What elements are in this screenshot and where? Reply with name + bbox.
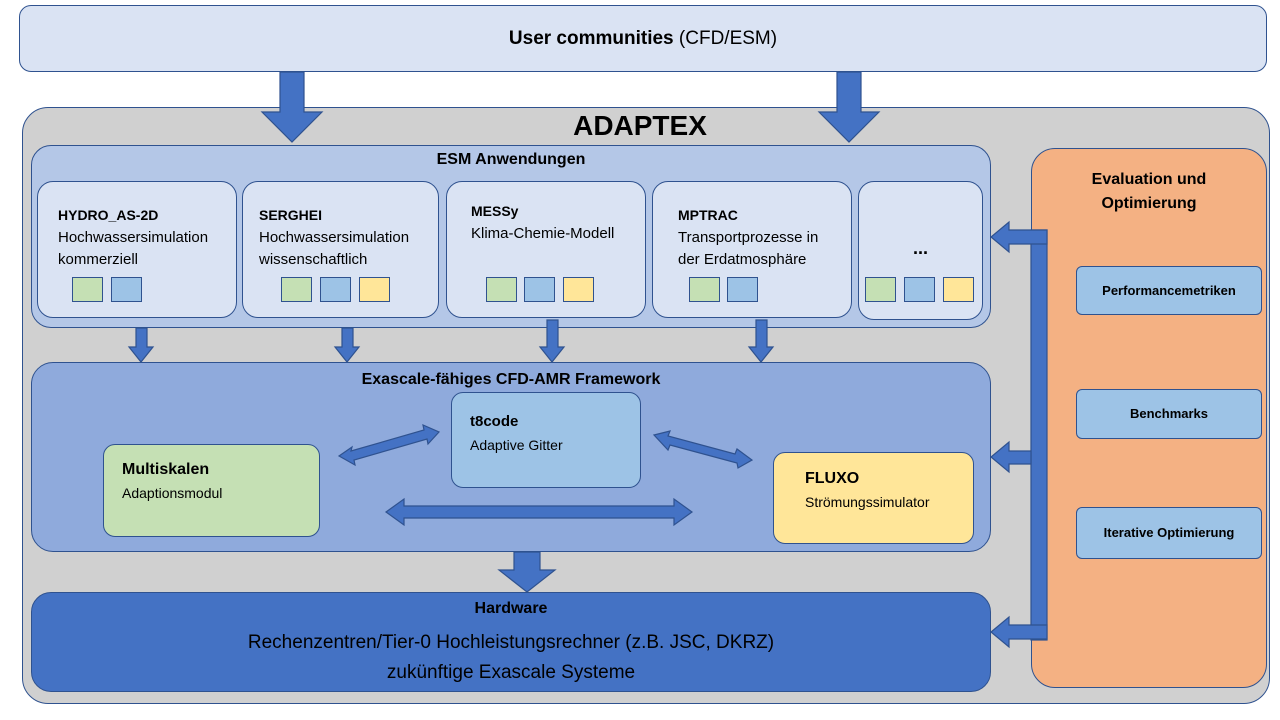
hardware-title: Hardware <box>474 600 548 617</box>
capability-square-yellow <box>943 277 974 302</box>
eval-item-performancemetriken <box>1076 266 1262 315</box>
esm-applications-title: ESM Anwendungen <box>436 151 586 168</box>
app-desc-line1: Klima-Chemie-Modell <box>471 225 615 242</box>
capability-square-blue <box>320 277 351 302</box>
hardware-line2: zukünftige Exascale Systeme <box>386 662 636 683</box>
user-communities-title: User communities <box>508 28 674 49</box>
eval-item-label: Benchmarks <box>1129 406 1209 421</box>
arrow-left-to-esm <box>990 220 1048 254</box>
app-name: MPTRAC <box>678 207 738 223</box>
arrow-down-user-left <box>260 71 324 143</box>
capability-square-green <box>689 277 720 302</box>
capability-square-yellow <box>359 277 390 302</box>
capability-square-yellow <box>563 277 594 302</box>
evaluation-connector-bar <box>1030 229 1048 641</box>
app-name: HYDRO_AS-2D <box>58 207 159 223</box>
fluxo-name: FLUXO <box>805 470 860 487</box>
capability-square-blue <box>727 277 758 302</box>
app-desc-line1: Hochwassersimulation <box>58 229 209 246</box>
arrow-down-esm-1 <box>127 327 155 363</box>
capability-square-green <box>72 277 103 302</box>
framework-title: Exascale-fähiges CFD-AMR Framework <box>361 371 661 388</box>
t8code-desc: Adaptive Gitter <box>470 437 563 453</box>
evaluation-title-line1: Evaluation und <box>1091 171 1207 188</box>
arrow-left-to-framework <box>990 440 1032 474</box>
t8code-name: t8code <box>470 413 519 430</box>
app-desc-line1: Hochwassersimulation <box>259 229 410 246</box>
eval-item-label: Iterative Optimierung <box>1103 525 1235 540</box>
app-name: SERGHEI <box>259 207 323 223</box>
app-name: MESSy <box>471 203 519 219</box>
arrow-double-t8code-fluxo <box>652 430 754 469</box>
capability-square-blue <box>904 277 935 302</box>
t8code-box <box>451 392 641 488</box>
arrow-left-to-hardware <box>990 615 1048 649</box>
hardware-box <box>31 592 991 692</box>
arrow-down-framework <box>497 551 557 593</box>
user-communities-label: User communities (CFD/ESM) <box>20 28 1266 50</box>
eval-item-label: Performancemetriken <box>1102 283 1236 298</box>
adaptex-title: ADAPTEX <box>573 110 707 141</box>
arrow-down-esm-3 <box>538 319 566 363</box>
user-communities-box: User communities (CFD/ESM) <box>19 5 1267 72</box>
fluxo-desc: Strömungssimulator <box>805 494 930 510</box>
app-desc-line2: kommerziell <box>58 251 139 268</box>
capability-square-green <box>486 277 517 302</box>
app-desc-line2: der Erdatmosphäre <box>678 251 807 268</box>
capability-square-green <box>865 277 896 302</box>
arrow-down-esm-2 <box>333 327 361 363</box>
multiskalen-name: Multiskalen <box>122 461 210 478</box>
app-desc-line1: Transportprozesse in <box>678 229 819 246</box>
eval-item-iterative-optimierung <box>1076 507 1262 559</box>
evaluation-title-line2: Optimierung <box>1101 195 1197 212</box>
multiskalen-desc: Adaptionsmodul <box>122 485 223 501</box>
multiskalen-box <box>103 444 320 537</box>
arrow-down-esm-4 <box>747 319 775 363</box>
capability-square-green <box>281 277 312 302</box>
hardware-line1: Rechenzentren/Tier-0 Hochleistungsrechne… <box>247 632 775 653</box>
arrow-double-multiskalen-t8code <box>337 423 441 467</box>
app-desc-line2: wissenschaftlich <box>259 251 368 268</box>
capability-square-blue <box>524 277 555 302</box>
arrow-down-user-right <box>817 71 881 143</box>
fluxo-box <box>773 452 974 544</box>
eval-item-benchmarks <box>1076 389 1262 439</box>
arrow-double-multiskalen-fluxo <box>384 497 694 527</box>
user-communities-suffix: (CFD/ESM) <box>678 28 778 49</box>
capability-square-blue <box>111 277 142 302</box>
app-more-ellipsis: ... <box>912 238 928 258</box>
